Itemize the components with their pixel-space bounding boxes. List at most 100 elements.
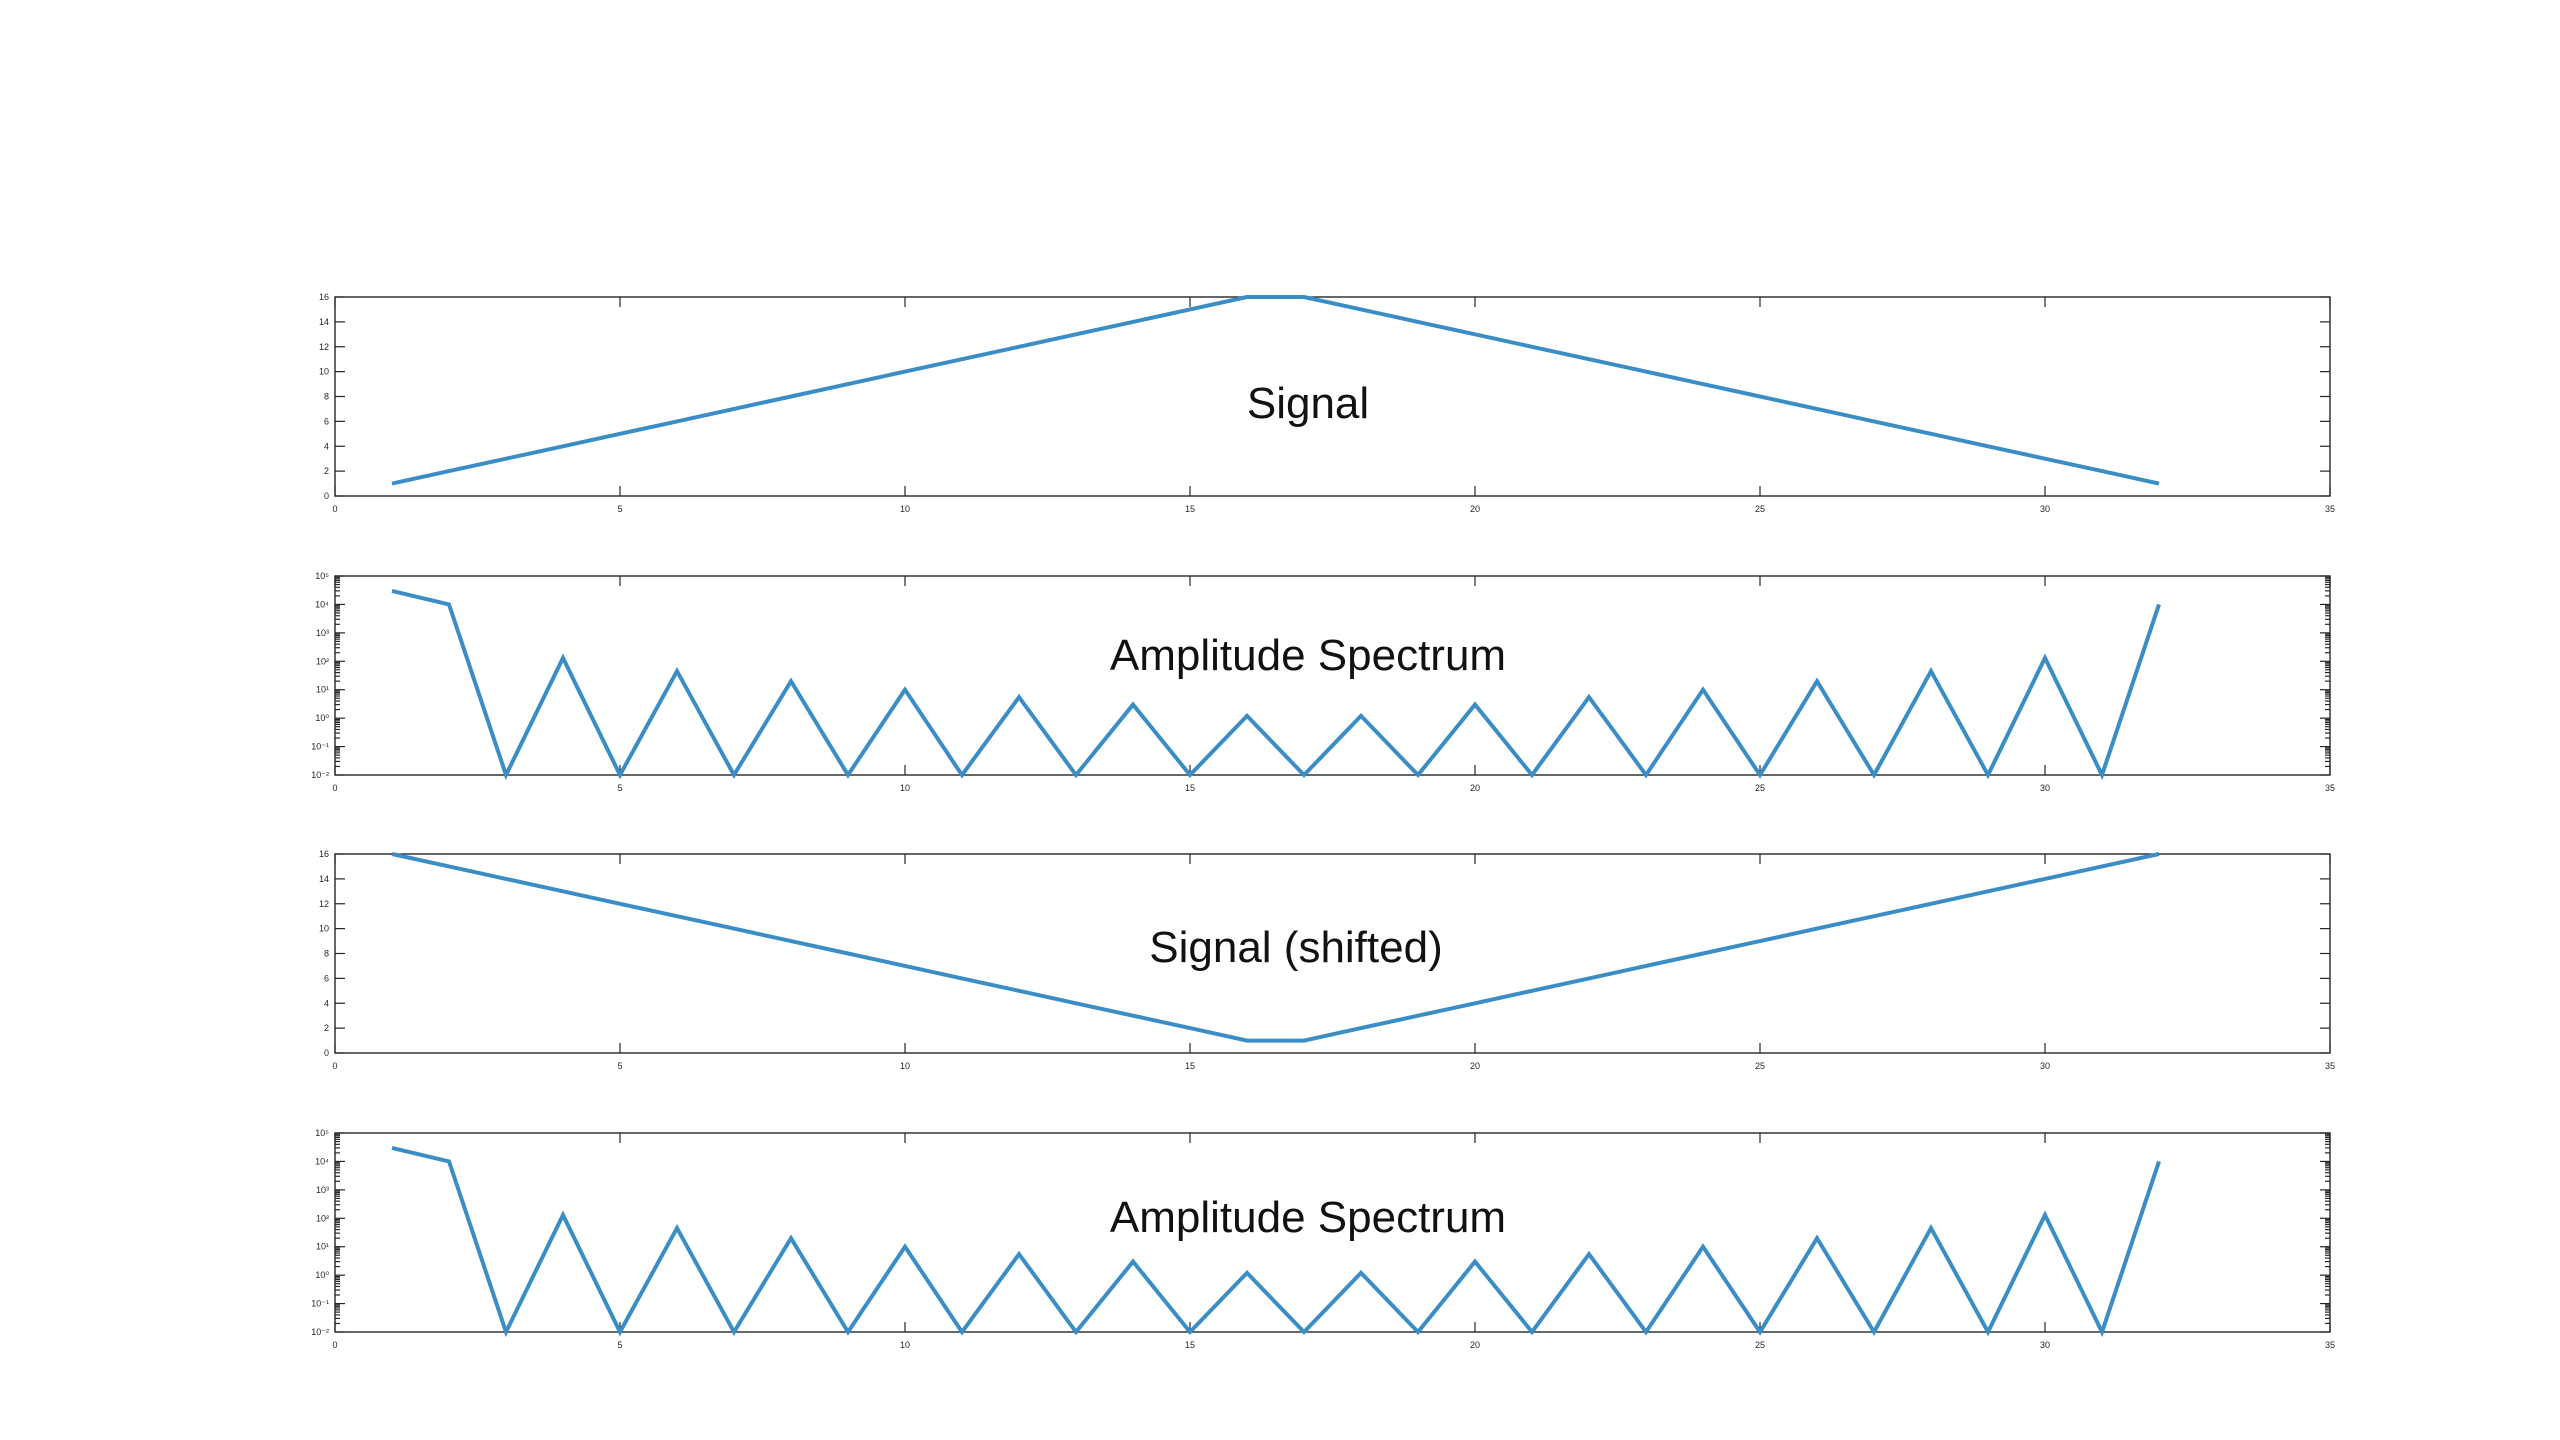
data-point: [1929, 669, 1933, 673]
data-point: [1131, 1014, 1135, 1018]
data-point: [2100, 773, 2104, 777]
data-point: [1587, 357, 1591, 361]
data-point: [1644, 964, 1648, 968]
subplot-title: Signal (shifted): [1149, 923, 1442, 972]
data-point: [618, 432, 622, 436]
x-tick-label: 20: [1470, 783, 1480, 793]
data-point: [1245, 295, 1249, 299]
data-point: [1815, 1236, 1819, 1240]
data-point: [561, 889, 565, 893]
data-point: [1131, 320, 1135, 324]
data-point: [1188, 773, 1192, 777]
x-tick-label: 5: [617, 1340, 622, 1350]
x-tick-label: 5: [617, 1061, 622, 1071]
data-point: [390, 482, 394, 486]
data-point: [846, 1330, 850, 1334]
data-point: [1074, 1001, 1078, 1005]
data-point: [2157, 482, 2161, 486]
data-point: [1929, 902, 1933, 906]
data-point: [1872, 1330, 1876, 1334]
y-tick-label: 14: [319, 874, 329, 884]
y-tick-label: 10⁻¹: [311, 742, 329, 752]
x-tick-label: 20: [1470, 1061, 1480, 1071]
y-tick-label: 8: [324, 949, 329, 959]
axes-frame: [334, 575, 2331, 776]
data-point: [1017, 345, 1021, 349]
y-tick-label: 10⁵: [315, 571, 329, 581]
data-point: [1530, 773, 1534, 777]
y-tick-label: 16: [319, 292, 329, 302]
data-point: [447, 469, 451, 473]
data-point: [1587, 976, 1591, 980]
x-tick-label: 15: [1185, 1340, 1195, 1350]
data-point: [1872, 419, 1876, 423]
data-point: [1473, 1260, 1477, 1264]
data-point: [1872, 773, 1876, 777]
data-point: [960, 1330, 964, 1334]
x-tick-label: 30: [2040, 783, 2050, 793]
data-point: [1872, 914, 1876, 918]
data-point: [732, 773, 736, 777]
data-point: [789, 395, 793, 399]
data-point: [732, 927, 736, 931]
data-point: [618, 902, 622, 906]
y-tick-label: 10³: [316, 1185, 329, 1195]
data-point: [1473, 703, 1477, 707]
y-tick-label: 14: [319, 317, 329, 327]
y-tick-label: 10²: [316, 1213, 329, 1223]
data-point: [1359, 714, 1363, 718]
data-point: [1530, 345, 1534, 349]
data-point: [1188, 307, 1192, 311]
x-tick-label: 10: [900, 1340, 910, 1350]
y-tick-label: 10⁰: [315, 713, 329, 723]
data-point: [447, 602, 451, 606]
data-point: [1302, 1039, 1306, 1043]
x-tick-label: 30: [2040, 504, 2050, 514]
data-point: [732, 1330, 736, 1334]
data-point: [1530, 989, 1534, 993]
data-point: [732, 407, 736, 411]
x-tick-label: 0: [332, 1061, 337, 1071]
data-point: [1815, 927, 1819, 931]
x-tick-label: 0: [332, 1340, 337, 1350]
y-tick-label: 10⁻²: [311, 770, 329, 780]
data-point: [675, 1226, 679, 1230]
data-point: [1017, 695, 1021, 699]
data-point: [1416, 773, 1420, 777]
data-point: [1416, 1330, 1420, 1334]
data-point: [1986, 889, 1990, 893]
y-tick-label: 10²: [316, 656, 329, 666]
data-point: [2043, 457, 2047, 461]
data-point: [618, 1330, 622, 1334]
y-tick-label: 2: [324, 466, 329, 476]
data-point: [1644, 1330, 1648, 1334]
data-point: [1587, 1252, 1591, 1256]
data-point: [504, 877, 508, 881]
series-line: [391, 588, 2161, 781]
data-point: [1074, 773, 1078, 777]
x-tick-label: 0: [332, 783, 337, 793]
x-tick-label: 25: [1755, 1061, 1765, 1071]
data-point: [903, 964, 907, 968]
data-point: [2100, 864, 2104, 868]
data-point: [1245, 1039, 1249, 1043]
data-point: [2157, 852, 2161, 856]
data-point: [1302, 773, 1306, 777]
data-point: [675, 914, 679, 918]
x-tick-label: 35: [2325, 1340, 2335, 1350]
x-tick-label: 15: [1185, 1061, 1195, 1071]
data-point: [2157, 602, 2161, 606]
subplot-title: Amplitude Spectrum: [1110, 631, 1506, 680]
axes-frame: [334, 853, 2331, 1054]
data-point: [2043, 877, 2047, 881]
data-point: [2043, 656, 2047, 660]
data-point: [846, 952, 850, 956]
data-point: [1074, 1330, 1078, 1334]
y-tick-label: 6: [324, 973, 329, 983]
data-point: [675, 669, 679, 673]
data-point: [1758, 1330, 1762, 1334]
data-point: [1017, 1252, 1021, 1256]
data-point: [789, 679, 793, 683]
